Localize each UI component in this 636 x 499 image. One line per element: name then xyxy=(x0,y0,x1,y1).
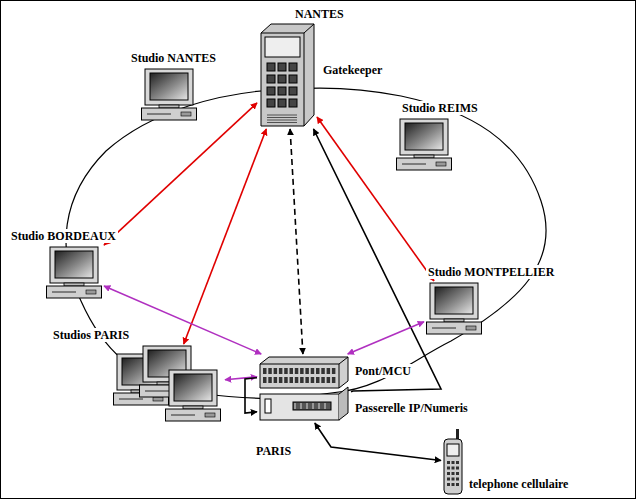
network-device: Pont/MCU xyxy=(259,356,349,389)
pc-icon xyxy=(141,69,197,121)
device-label: Studios PARIS xyxy=(51,328,131,342)
cloud-outline xyxy=(66,88,546,398)
gw-icon xyxy=(259,393,349,421)
network-device: Studio MONTPELLIER xyxy=(426,283,482,335)
link-arrow xyxy=(104,103,257,245)
network-device: Studio NANTES xyxy=(141,69,197,121)
network-device: telephone cellulaire xyxy=(443,429,463,495)
device-label: Gatekeeper xyxy=(321,63,384,77)
server-icon xyxy=(259,23,315,127)
link-arrow xyxy=(245,378,257,413)
mcu-icon xyxy=(259,356,349,389)
device-label: Studio MONTPELLIER xyxy=(426,265,556,279)
network-device: Passerelle IP/Numeris xyxy=(259,393,349,421)
device-label: Studio REIMS xyxy=(400,101,480,115)
network-device: Studios PARIS xyxy=(113,346,223,424)
device-label: Pont/MCU xyxy=(353,364,413,378)
city-label: NANTES xyxy=(293,7,346,21)
phone-icon xyxy=(443,429,463,495)
pcs-icon xyxy=(113,346,223,424)
network-device: Gatekeeper xyxy=(259,23,315,127)
device-label: Passerelle IP/Numeris xyxy=(353,401,470,415)
link-arrow xyxy=(104,286,261,354)
device-label: Studio NANTES xyxy=(129,51,218,65)
device-label: telephone cellulaire xyxy=(467,477,570,491)
link-arrow xyxy=(184,129,267,344)
network-device: Studio REIMS xyxy=(396,119,452,171)
pc-icon xyxy=(46,247,102,299)
device-label: Studio BORDEAUX xyxy=(9,229,118,243)
link-arrow xyxy=(290,129,303,354)
pc-icon xyxy=(426,283,482,335)
network-device: Studio BORDEAUX xyxy=(46,247,102,299)
city-label: PARIS xyxy=(254,444,293,458)
link-arrow xyxy=(348,322,424,354)
pc-icon xyxy=(396,119,452,171)
link-arrow xyxy=(315,423,441,461)
